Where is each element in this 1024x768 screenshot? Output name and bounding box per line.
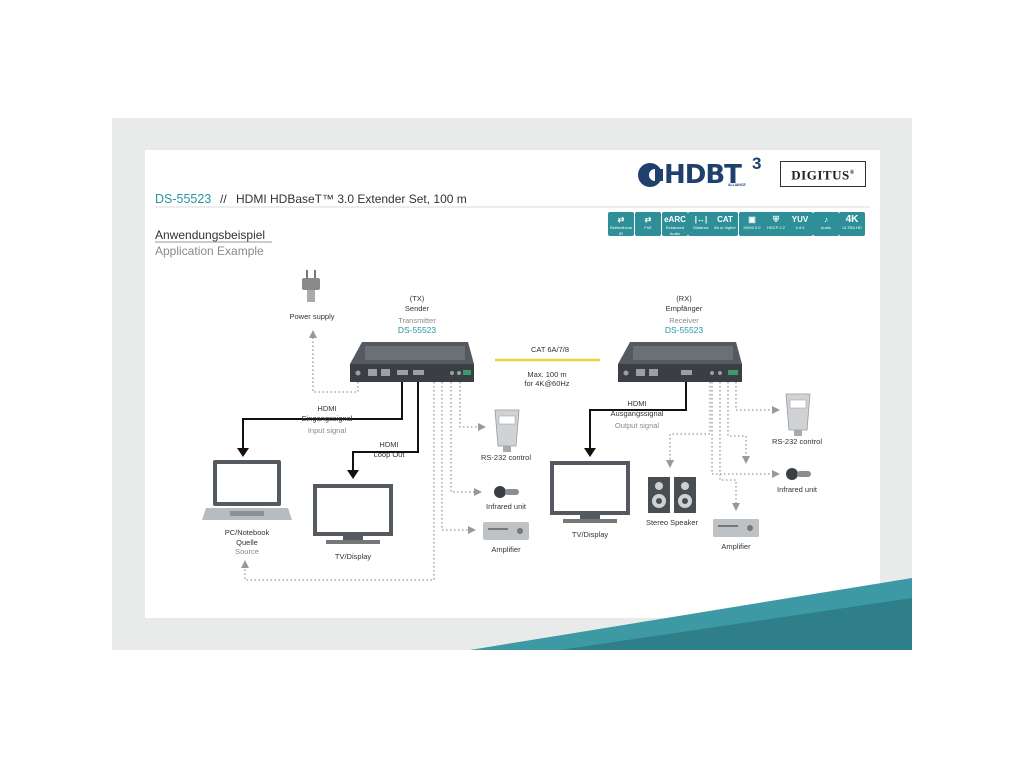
page-title: HDMI HDBaseT™ 3.0 Extender Set, 100 m [236,192,467,206]
rx-label-de: Empfänger [665,304,703,313]
rs232-connector-right-icon [785,393,811,436]
tv-right-label: TV/Display [571,530,609,539]
tv-left-label: TV/Display [334,552,372,561]
badge-hdcp: ⛨HDCP 2.2 [763,212,789,236]
title-separator: // [220,192,227,206]
amp-right-label: Amplifier [721,542,751,551]
teal-corner-decoration-dark [560,598,912,650]
tx-label-en: Transmitter [398,316,436,325]
digitus-logo: DIGITUS® [780,161,866,187]
rx-model: DS-55523 [664,325,704,335]
cable-range-line2: for 4K@60Hz [524,379,570,388]
laptop-icon [202,460,292,520]
control-arrow-heads [241,330,780,568]
badge-distance: |↔|Distance [688,212,714,236]
rx-label-en: Receiver [669,316,699,325]
cable-range-line1: Max. 100 m [527,370,567,379]
power-supply-label: Power supply [289,312,335,321]
badge-hdmi: ▣HDMI 2.0 [739,212,765,236]
hdmi-signal-lines [242,382,687,472]
badge-poe: ⇄PoE [635,212,661,236]
badge-audio: ♪Audio [813,212,839,236]
hdbt-logo-superscript: 3 [752,154,762,173]
tv-display-left-icon [313,484,393,544]
rs232-right-label: RS-232 control [771,437,823,446]
infrared-unit-left-icon [494,486,519,498]
hdbt-logo-mark [638,163,663,187]
hdbt-logo-text: HDBT [664,160,742,190]
hdmi-input-label-3: Input signal [307,426,347,435]
tx-tag: (TX) [409,294,425,303]
stereo-speaker-icon [648,477,696,513]
hdmi-output-label-3: Output signal [614,421,660,430]
rx-tag: (RX) [676,294,692,303]
tv-display-right-icon [550,461,630,523]
pc-label-2: Quelle [236,538,258,547]
pc-label-1: PC/Notebook [224,528,270,537]
transmitter-device [350,342,474,382]
pc-label-3: Source [235,547,259,556]
tx-label-de: Sender [404,304,430,313]
tx-model: DS-55523 [397,325,437,335]
ir-left-label: Infrared unit [485,502,527,511]
speaker-label: Stereo Speaker [645,518,699,527]
loop-out-label-2: Loop Out [373,450,405,459]
amp-left-label: Amplifier [491,545,521,554]
product-code: DS-55523 [155,192,212,206]
amplifier-right-icon [713,519,759,537]
hdbt-logo-subscript: ALLIANCE [728,183,746,187]
section-title-en: Application Example [155,244,264,258]
amplifier-left-icon [483,522,529,540]
cable-type-label: CAT 6A/7/8 [530,345,570,354]
hdmi-input-label-2: Eingangssignal [301,414,353,423]
ir-right-label: Infrared unit [776,485,818,494]
section-title-de: Anwendungsbeispiel [155,228,266,242]
control-signal-lines [244,336,774,581]
hdmi-output-label-1: HDMI [627,399,647,408]
rs232-connector-left-icon [494,409,520,452]
infrared-unit-right-icon [786,468,811,480]
receiver-device [618,342,742,382]
power-plug-icon [302,270,320,302]
hdmi-input-label-1: HDMI [317,404,337,413]
badge-bidirectional-ir: ⇄Bidirectional IR [608,212,634,236]
hdmi-output-label-2: Ausgangssignal [610,409,664,418]
loop-out-label-1: HDMI [379,440,399,449]
rs232-left-label: RS-232 control [480,453,532,462]
hdmi-arrow-heads [237,448,596,479]
